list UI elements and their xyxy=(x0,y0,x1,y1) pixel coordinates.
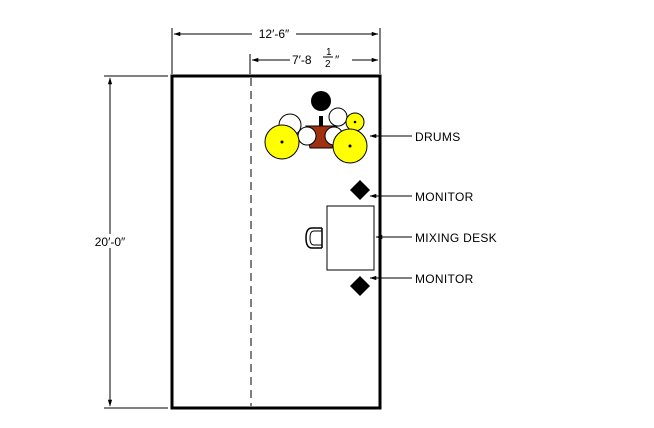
monitor-bottom-icon xyxy=(350,276,370,296)
mixing-desk-icon xyxy=(326,205,375,271)
monitor-top-icon xyxy=(350,180,370,200)
height-dimension: 20′-0″ xyxy=(86,75,168,409)
width-dimension: 12′-6″ xyxy=(171,26,381,74)
room-outline xyxy=(170,74,382,410)
kick-drum-icon xyxy=(311,91,331,111)
monitor-bottom-label: MONITOR xyxy=(415,272,474,286)
width-total-label: 12′-6″ xyxy=(259,27,290,41)
height-total-label: 20′-0″ xyxy=(95,235,126,249)
partial-width-dimension: 7′-8 1 2 ″ xyxy=(249,47,379,74)
width-partial-label: 7′-8 xyxy=(292,53,312,67)
fraction-denominator: 2 xyxy=(325,59,331,70)
fraction-numerator: 1 xyxy=(326,47,332,58)
mixing-desk-label: MIXING DESK xyxy=(415,231,497,245)
tom-icon xyxy=(328,107,348,127)
chair-icon xyxy=(305,227,323,249)
width-partial-tail: ″ xyxy=(335,53,340,67)
drum-kit xyxy=(264,91,368,164)
snare-icon xyxy=(297,126,317,146)
monitor-top-label: MONITOR xyxy=(415,190,474,204)
drums-label: DRUMS xyxy=(415,130,461,144)
